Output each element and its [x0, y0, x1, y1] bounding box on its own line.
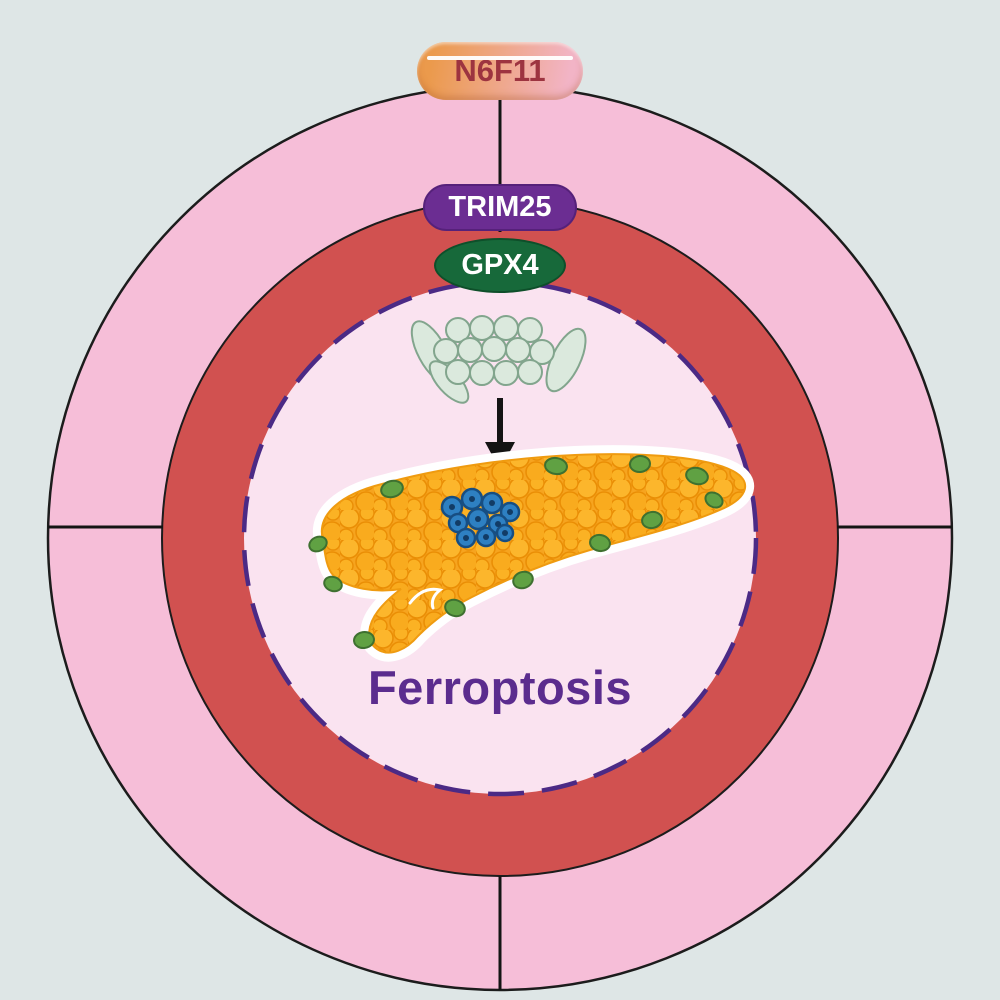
gpx4-label: GPX4: [461, 249, 539, 281]
proteasome-barrel-icon: [410, 315, 587, 404]
ferroptosis-label: Ferroptosis: [367, 661, 633, 714]
islet-cell-cluster: [440, 487, 521, 549]
pancreas-body: [320, 453, 747, 654]
barrel-subunit-spheres: [433, 315, 555, 386]
n6f11-capsule: N6F11: [417, 42, 583, 100]
trim25-pill: TRIM25: [423, 184, 577, 231]
islet-cell-nuclei: [449, 496, 513, 541]
capsule-highlight: [427, 56, 573, 60]
gpx4-oval: GPX4: [434, 238, 566, 293]
pancreatic-duct-line: [408, 587, 444, 610]
peripheral-cell-dots: [308, 454, 724, 650]
trim25-label: TRIM25: [448, 191, 552, 223]
pancreas-icon: [308, 445, 755, 662]
